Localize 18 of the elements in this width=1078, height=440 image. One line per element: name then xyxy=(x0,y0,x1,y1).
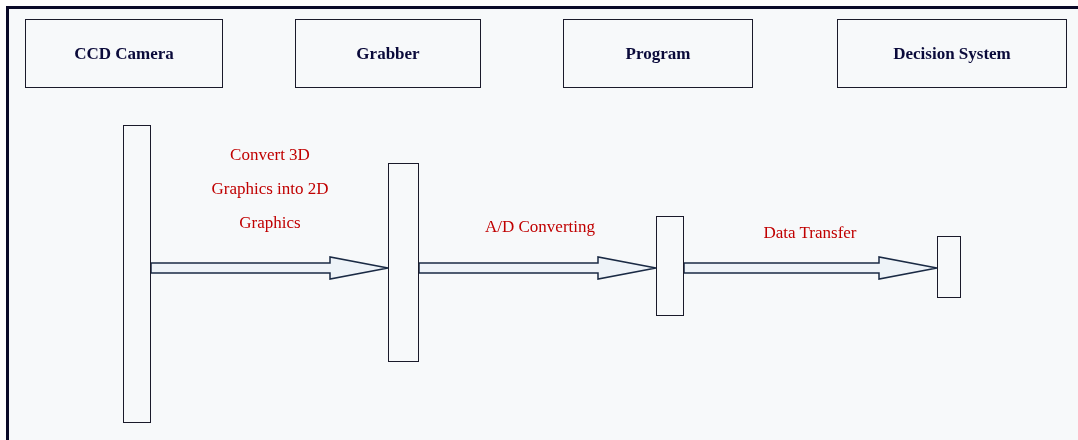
participant-box xyxy=(25,19,223,88)
edge-label: Convert 3D Graphics into 2D Graphics xyxy=(210,144,330,234)
participant-box xyxy=(563,19,753,88)
edge-label: Data Transfer xyxy=(762,222,858,244)
participant-box xyxy=(837,19,1067,88)
participant-name: Decision System xyxy=(893,43,1011,64)
block-arrow xyxy=(683,256,938,280)
activation-bar xyxy=(123,125,151,423)
participant-name: CCD Camera xyxy=(74,43,174,64)
activation-bar xyxy=(937,236,961,298)
participant-box xyxy=(295,19,481,88)
edge-label: A/D Converting xyxy=(484,216,596,238)
participant-name: Program xyxy=(625,43,691,64)
activation-bar xyxy=(388,163,419,362)
block-arrow xyxy=(150,256,389,280)
activation-bar xyxy=(656,216,684,316)
participant-name: Grabber xyxy=(356,43,420,64)
block-arrow xyxy=(418,256,657,280)
